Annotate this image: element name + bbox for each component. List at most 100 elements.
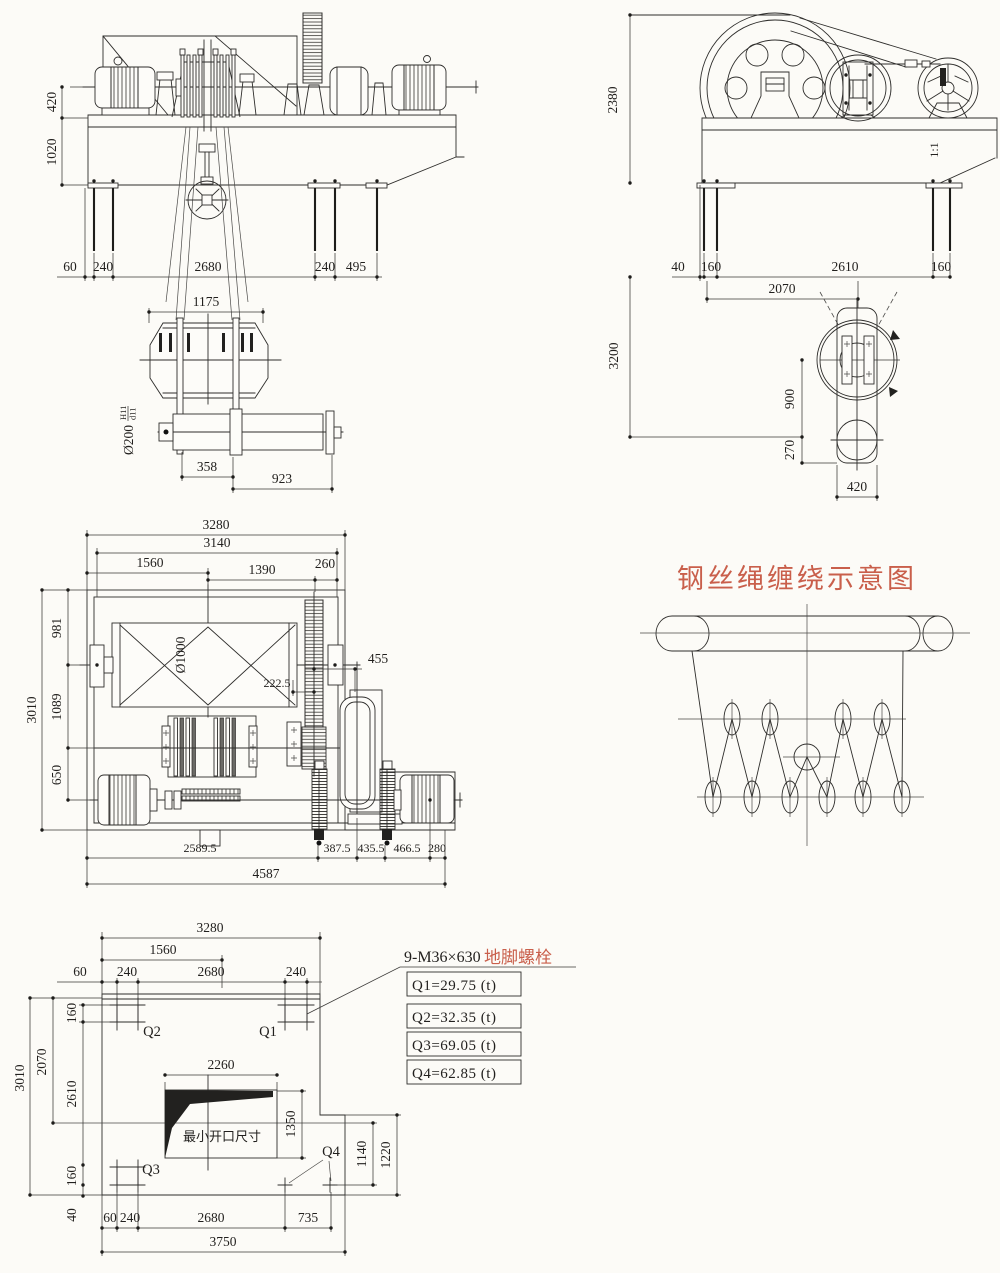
dim-900: 900 <box>782 389 797 410</box>
dim-2589-5: 2589.5 <box>184 841 217 855</box>
dim-160a: 160 <box>701 259 722 274</box>
sheave-stack <box>179 48 237 118</box>
min-opening-label: 最小开口尺寸 <box>183 1129 261 1144</box>
label-q3: Q3 <box>142 1162 160 1178</box>
dim-160b: 160 <box>931 259 952 274</box>
dim-2610: 2610 <box>832 259 859 274</box>
q4-leader <box>288 1159 332 1184</box>
dim-3010: 3010 <box>12 1064 27 1091</box>
load-q1: Q1=29.75 (t) <box>412 978 496 994</box>
dim-260: 260 <box>315 556 336 571</box>
rope-falls <box>165 126 249 321</box>
upper-sheaves <box>723 702 891 736</box>
label-q1: Q1 <box>259 1024 277 1040</box>
dim-160a: 160 <box>64 1003 79 1024</box>
dim-3200: 3200 <box>606 342 621 369</box>
dim-923: 923 <box>272 471 293 486</box>
label-q4: Q4 <box>322 1144 340 1160</box>
dim-455: 455 <box>368 651 389 666</box>
equalizer-sheave <box>793 743 821 771</box>
svg-text:H11: H11 <box>118 406 128 420</box>
dim-280: 280 <box>428 841 446 855</box>
rope-reeving-diagram: 钢丝绳缠绕示意图 <box>640 564 970 846</box>
bolt-pocket-q1 <box>284 1004 308 1023</box>
dim-1220: 1220 <box>378 1141 393 1168</box>
rotation-arrow-icon <box>889 330 900 397</box>
dim-240b: 240 <box>315 259 336 274</box>
load-q3: Q3=69.05 (t) <box>412 1038 496 1054</box>
hook-block-side <box>816 291 900 471</box>
dim-2070: 2070 <box>34 1048 49 1075</box>
dim-2070: 2070 <box>769 281 796 296</box>
dim-2380: 2380 <box>605 86 620 113</box>
svg-text:d11: d11 <box>128 408 138 420</box>
dim-1390: 1390 <box>249 562 276 577</box>
dim-240c: 240 <box>120 1210 141 1225</box>
dim-40: 40 <box>64 1208 79 1222</box>
dim-650: 650 <box>49 765 64 786</box>
dim-420: 420 <box>44 92 59 113</box>
dim-358: 358 <box>197 459 218 474</box>
dim-3010: 3010 <box>24 696 39 723</box>
anchor-bolts <box>92 188 379 251</box>
dim-3140: 3140 <box>204 535 231 550</box>
dim-40: 40 <box>671 259 685 274</box>
motor-end-view <box>864 57 979 119</box>
pulley-hub <box>201 194 213 206</box>
dim-240a: 240 <box>93 259 114 274</box>
bearing-pedestal <box>156 71 174 81</box>
dim-222-5: 222.5 <box>264 676 291 690</box>
brake-spring-left <box>311 760 328 846</box>
bolt-pocket-q2 <box>116 1004 139 1023</box>
dim-drum-dia: Ø1000 <box>173 636 188 673</box>
dim-387-5: 387.5 <box>324 841 351 855</box>
dim-1350: 1350 <box>283 1110 298 1137</box>
dim-2680a: 2680 <box>198 964 225 979</box>
dim-2680: 2680 <box>195 259 222 274</box>
equalizer-nut <box>200 176 214 185</box>
dim-435-5: 435.5 <box>358 841 385 855</box>
dim-4587: 4587 <box>253 866 280 881</box>
hook-block-view: 1175 Ø200 H11 d11 358 923 <box>118 294 344 493</box>
svg-text:Ø200: Ø200 <box>121 425 136 455</box>
bolt-pocket-q3 <box>116 1166 139 1186</box>
brake-wheel <box>824 54 892 122</box>
dim-981: 981 <box>49 618 64 638</box>
table-leader <box>306 966 576 1015</box>
side-view: 2380 3200 40 160 2610 160 2070 900 270 4… <box>605 12 998 501</box>
dim-1175: 1175 <box>193 294 220 309</box>
eyebolt-icon <box>113 56 123 66</box>
dim-2610: 2610 <box>64 1080 79 1107</box>
lower-sheaves <box>704 780 911 814</box>
eyebolt-icon <box>423 55 431 63</box>
brake-thruster <box>940 68 946 86</box>
hanger-plate <box>176 317 184 455</box>
anchor-bolt-table: 9-M36×630 地脚螺栓 Q1=29.75 (t) Q2=32.35 (t)… <box>306 948 576 1085</box>
dim-fit: Ø200 H11 d11 <box>118 406 138 455</box>
dim-3750: 3750 <box>210 1234 237 1249</box>
sheave-stack-plan <box>161 715 258 778</box>
load-q4: Q4=62.85 (t) <box>412 1066 496 1082</box>
load-q2: Q2=32.35 (t) <box>412 1010 496 1026</box>
dim-735: 735 <box>298 1210 319 1225</box>
rope-diagram-title: 钢丝绳缠绕示意图 <box>677 564 917 594</box>
dim-1140: 1140 <box>354 1141 369 1168</box>
rope-drum-wheel <box>699 12 851 118</box>
dim-495: 495 <box>346 259 367 274</box>
gearbox <box>329 66 369 116</box>
dim-60b: 60 <box>103 1210 117 1225</box>
dim-60a: 60 <box>73 964 87 979</box>
opening-wedge <box>165 1090 273 1158</box>
open-gear <box>302 12 323 84</box>
dim-420: 420 <box>847 479 868 494</box>
plan-view: 3280 3140 1560 1390 260 3010 981 1089 65… <box>24 517 463 888</box>
foundation-plan: 3280 1560 60 240 2680 240 160 2070 2610 … <box>12 920 401 1256</box>
table-row <box>406 971 522 997</box>
dim-1020: 1020 <box>44 138 59 165</box>
dim-2260: 2260 <box>208 1057 235 1072</box>
drum-end <box>922 615 954 652</box>
dim-3280: 3280 <box>197 920 224 935</box>
dim-1089: 1089 <box>49 693 64 720</box>
